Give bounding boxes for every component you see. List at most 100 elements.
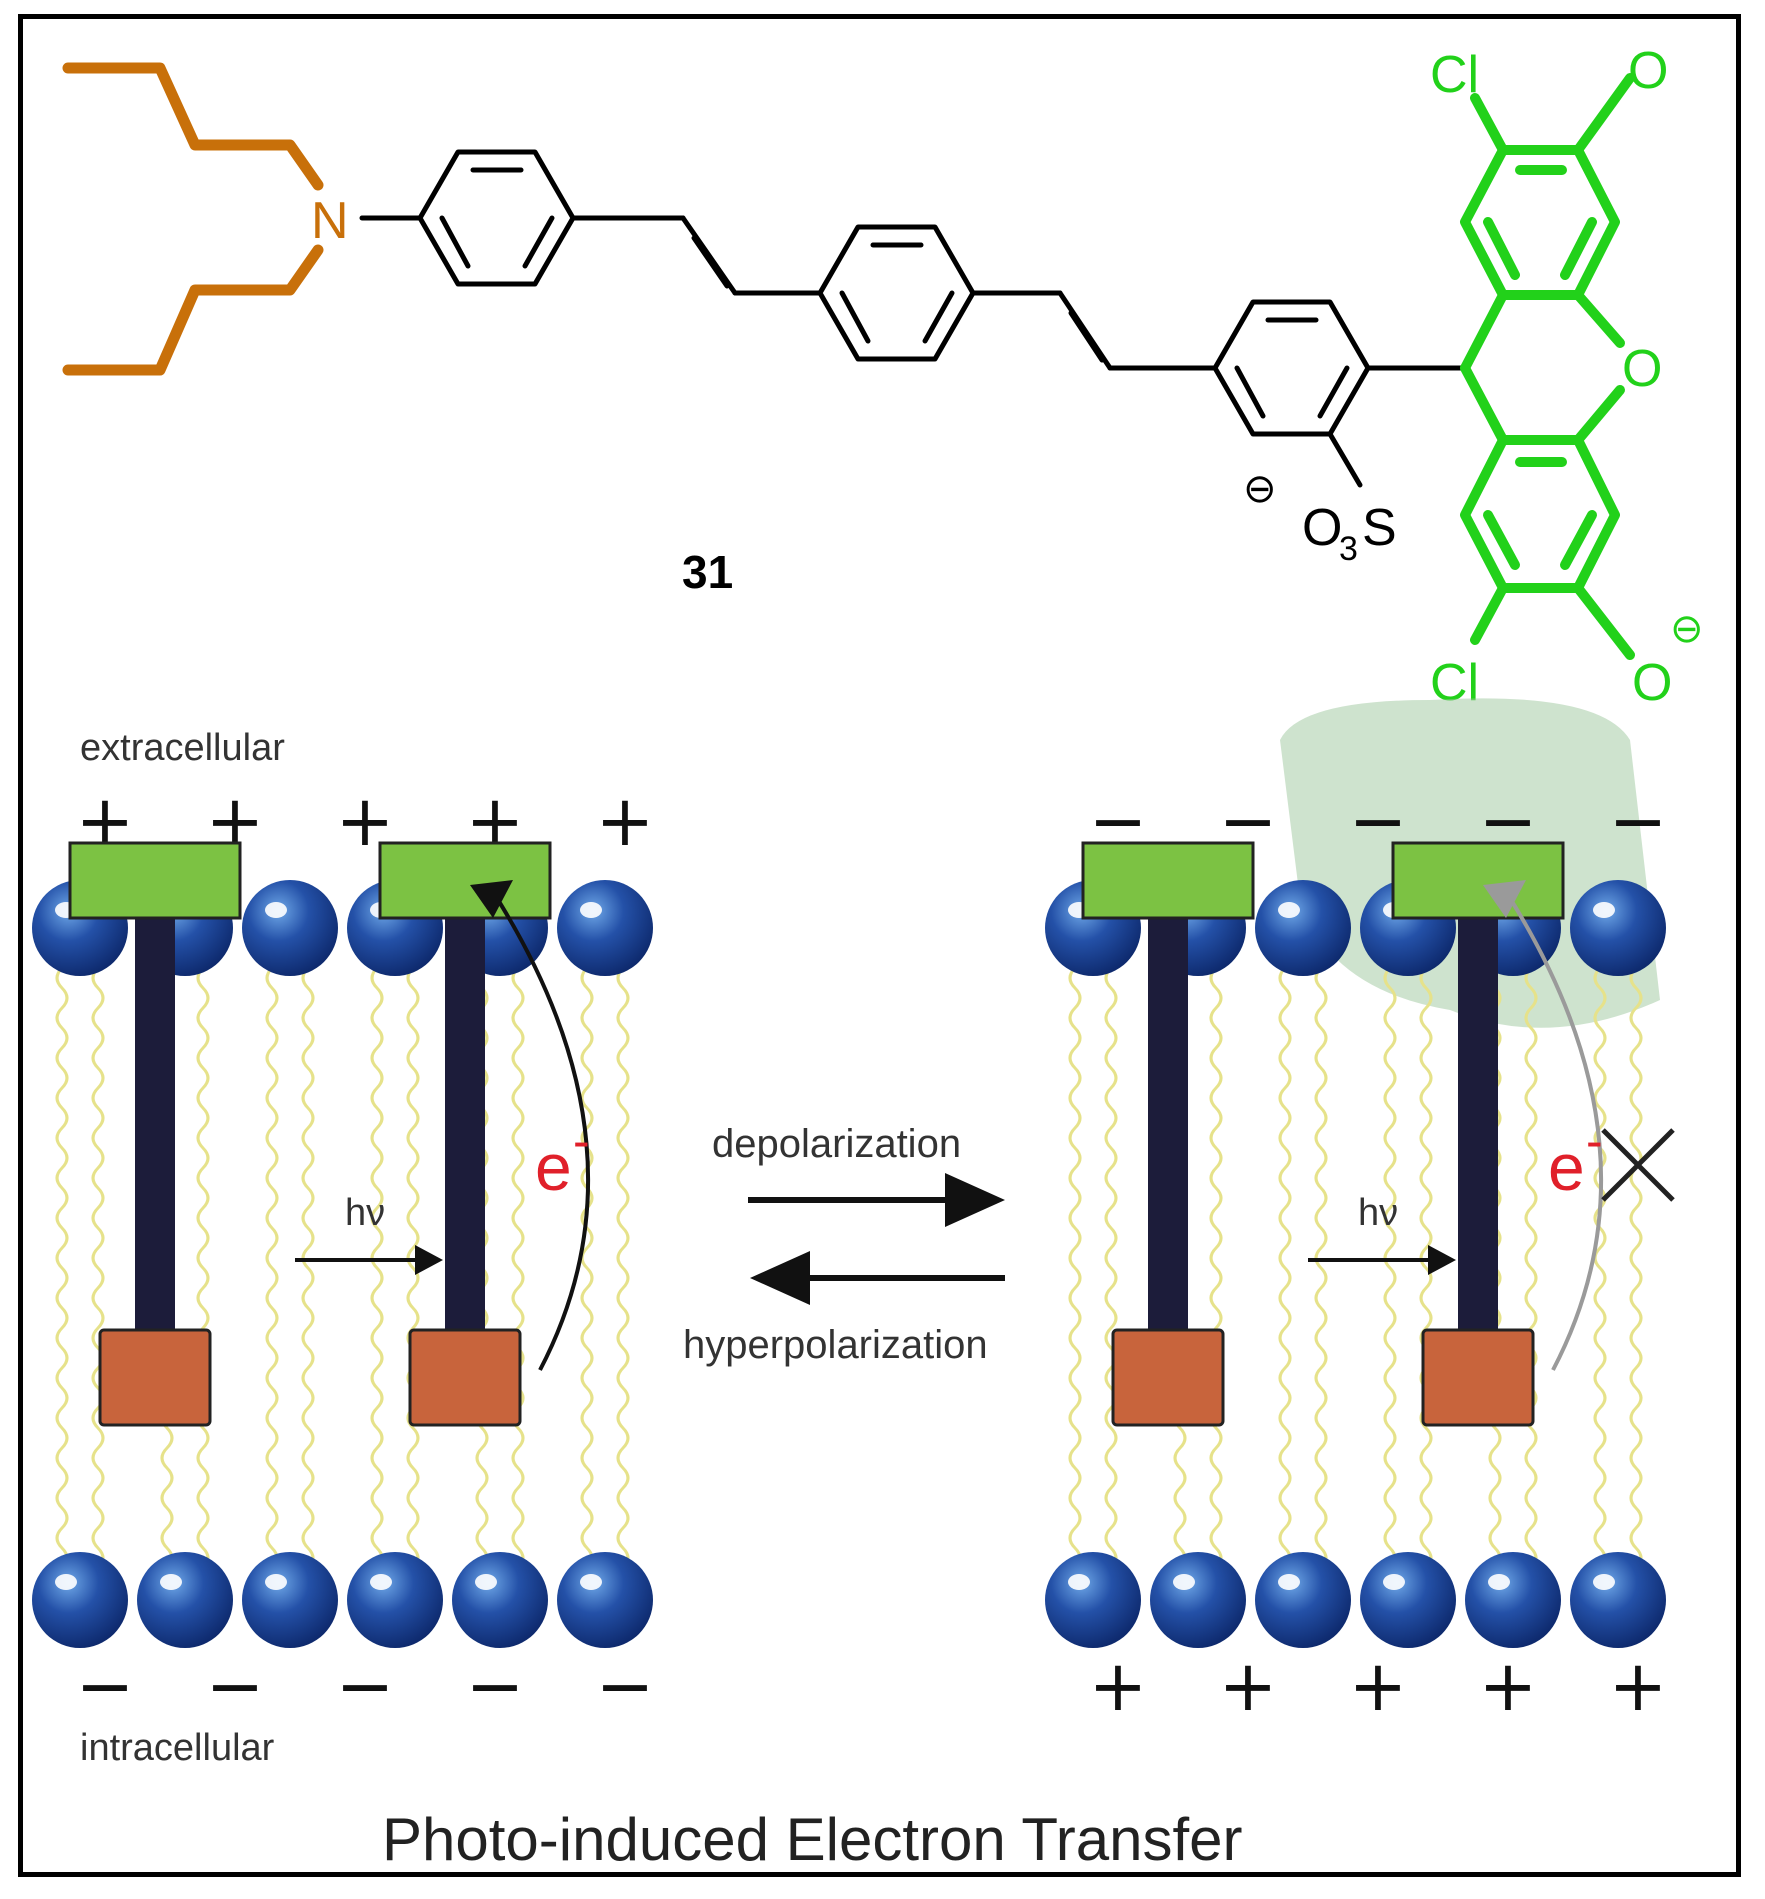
chlorine-top: Cl [1430, 46, 1479, 104]
nitrogen-atom: N [311, 192, 349, 250]
blocked-cross-line [1601, 1128, 1675, 1202]
fluorophore-acceptor [378, 841, 552, 920]
electron-transfer-path [1506, 893, 1604, 1371]
headgroup-highlight [265, 1574, 287, 1590]
electron-charge: - [1586, 1113, 1603, 1169]
phenolate-oxygen: O [1632, 654, 1672, 712]
membrane-diagram: extracellular intracellular + − + − + − + − + − hν… [32, 698, 1675, 1873]
lipid-tail [55, 946, 69, 1590]
lipid-tail [1383, 946, 1397, 1590]
sulfonate-sulfur: S [1362, 499, 1397, 557]
headgroup-highlight [1488, 1574, 1510, 1590]
keto-oxygen: O [1628, 42, 1668, 100]
dichlorofluorescein-group [1460, 73, 1635, 660]
compound-number: 31 [682, 546, 733, 598]
fluorophore-acceptor [68, 841, 242, 920]
lipid-headgroup-bottom [347, 1552, 443, 1648]
electron-transfer-path [493, 893, 591, 1371]
charge-minus-phenolate: ⊖ [1670, 607, 1704, 651]
lipid-headgroup-bottom [1255, 1552, 1351, 1648]
lipid-tail [1068, 946, 1082, 1590]
lipid-tail [1314, 946, 1328, 1590]
lipid-headgroup-bottom [1045, 1552, 1141, 1648]
headgroup-highlight [370, 1574, 392, 1590]
electron-charge: - [573, 1113, 590, 1169]
lipid-headgroup-bottom [557, 1552, 653, 1648]
headgroup-highlight [265, 902, 287, 918]
light-label: hν [345, 1192, 385, 1234]
headgroup-highlight [1593, 1574, 1615, 1590]
headgroup-highlight [1173, 1574, 1195, 1590]
depolarization-arrow [748, 1173, 1005, 1227]
sulfonate-oxygen: O [1302, 499, 1342, 557]
lipid-tail [616, 946, 630, 1590]
lipid-tail [196, 946, 210, 1590]
plus-sign: + [1349, 1645, 1408, 1727]
stilbene-core [359, 149, 1468, 488]
lipid-tail [1104, 946, 1118, 1590]
molecular-wire [1458, 900, 1498, 1340]
headgroup-highlight [475, 1574, 497, 1590]
sulfonate-subscript: 3 [1339, 530, 1358, 568]
lipid-headgroup-bottom [242, 1552, 338, 1648]
lipid-tail [406, 946, 420, 1590]
aniline-donor [1111, 1328, 1225, 1427]
headgroup-highlight [1278, 902, 1300, 918]
charge-minus-sulfonate: ⊖ [1243, 467, 1277, 511]
lipid-tail [1209, 946, 1223, 1590]
aniline-donor [1421, 1328, 1535, 1427]
lipid-headgroup-bottom [1465, 1552, 1561, 1648]
electron-transfer-arrowhead [470, 880, 513, 918]
lipid-tail [1593, 946, 1607, 1590]
dibutylamino-group [62, 62, 324, 376]
minus-sign: − [336, 1645, 395, 1727]
molecular-wire [445, 900, 485, 1340]
light-arrow-head [415, 1245, 443, 1275]
chemical-structure: N [62, 42, 1704, 712]
membrane-panel-polarized: +−+−+−+−+−hνe- [32, 780, 654, 1727]
headgroup-highlight [580, 1574, 602, 1590]
membrane-panel-depolarized: −+−+−+−+−+hνe- [1045, 780, 1675, 1727]
figure-caption: Photo-induced Electron Transfer [382, 1806, 1242, 1873]
intracellular-label: intracellular [80, 1727, 275, 1769]
minus-sign: − [1609, 780, 1668, 862]
minus-sign: − [466, 1645, 525, 1727]
plus-sign: + [596, 780, 655, 862]
aniline-donor [98, 1328, 212, 1427]
lipid-tail [1629, 946, 1643, 1590]
molecular-wire [135, 900, 175, 1340]
headgroup-highlight [55, 1574, 77, 1590]
lipid-headgroup-bottom [137, 1552, 233, 1648]
aniline-donor [408, 1328, 522, 1427]
fluorophore-acceptor [1391, 841, 1565, 920]
lipid-tail [580, 946, 594, 1590]
hyperpolarization-arrow [750, 1251, 1005, 1305]
lipid-tail [265, 946, 279, 1590]
hyperpolarization-label: hyperpolarization [683, 1323, 988, 1367]
lipid-headgroup-bottom [1360, 1552, 1456, 1648]
ring-oxygen: O [1622, 340, 1662, 398]
lipid-tail [511, 946, 525, 1590]
lipid-headgroup-bottom [452, 1552, 548, 1648]
lipid-tail [1524, 946, 1538, 1590]
electron-label: e [1548, 1130, 1585, 1204]
headgroup-highlight [160, 1574, 182, 1590]
plus-sign: + [1479, 1645, 1538, 1727]
extracellular-label: extracellular [80, 727, 285, 769]
plus-sign: + [1609, 1645, 1668, 1727]
plus-sign: + [1219, 1645, 1278, 1727]
lipid-headgroup-top [1570, 880, 1666, 976]
lipid-headgroup-top [1255, 880, 1351, 976]
lipid-tail [91, 946, 105, 1590]
light-label: hν [1358, 1192, 1398, 1234]
lipid-headgroup-bottom [32, 1552, 128, 1648]
lipid-tail [1278, 946, 1292, 1590]
lipid-tail [301, 946, 315, 1590]
headgroup-highlight [1068, 1574, 1090, 1590]
lipid-headgroup-bottom [1570, 1552, 1666, 1648]
lipid-headgroup-top [242, 880, 338, 976]
fluorophore-acceptor [1081, 841, 1255, 920]
minus-sign: − [596, 1645, 655, 1727]
minus-sign: − [76, 1645, 135, 1727]
